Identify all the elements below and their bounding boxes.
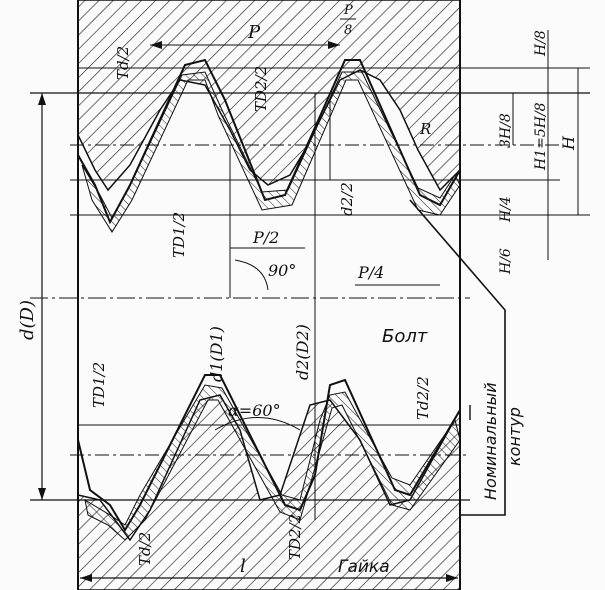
label-d2-inner: d2/2 [338,182,356,216]
label-Td2-bottom: Td2/2 [414,376,432,420]
angle-arc-90 [234,259,269,291]
label-nominal-2: контур [505,407,524,466]
label-TD2-bottom: TD2/2 [286,514,304,560]
label-Td2-top: Td/2 [114,46,132,80]
label-90deg: 90° [268,261,296,280]
label-nominal-1: Номинальный [481,382,500,500]
label-TD1-bottom: TD1/2 [90,362,108,408]
label-H1: H1=5H/8 [533,102,549,171]
label-Phalf: P/2 [252,228,279,247]
label-alpha: α=60° [228,401,281,420]
label-TD2-top: TD2/2 [252,66,270,112]
label-l: l [240,556,246,577]
label-d1D1: d1(D1) [207,326,226,382]
label-bolt: Болт [382,326,428,347]
label-H6: H/6 [498,248,514,275]
label-P: P [247,22,261,43]
label-P8-den: 8 [344,23,352,38]
label-nut: Гайка [338,557,390,577]
angle-arc-60 [214,417,301,431]
label-d2D2: d2(D2) [293,324,312,380]
label-H: H [559,135,578,151]
label-3H8: 3H/8 [498,113,514,148]
label-H8: H/8 [533,30,549,57]
label-P8-num: P [343,3,353,18]
label-H4: H/4 [498,196,514,223]
label-Pquarter: P/4 [357,263,384,282]
label-Td-bottom: Td/2 [136,532,154,566]
label-TD1-left: TD1/2 [170,212,188,258]
label-R: R [419,120,431,138]
label-dD: d(D) [17,300,38,340]
nominal-contour [409,199,506,516]
